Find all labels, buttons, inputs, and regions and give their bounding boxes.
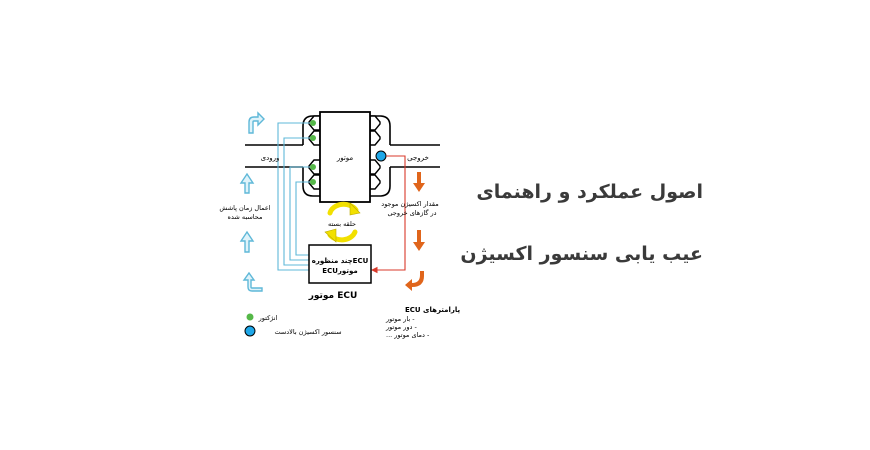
ecu-box-line1: ECUچند منظوره (312, 257, 369, 265)
injection-label-1: اعمال زمان پاشش (219, 204, 270, 212)
oxygen-sensor-dot (375, 150, 387, 162)
ecu-box (308, 244, 372, 284)
legend-injector-dot (246, 313, 254, 321)
exhaust-flow-arrows (405, 172, 425, 291)
injector-dots (310, 120, 316, 185)
page-title-line2: عیب یابی سنسور اکسیژن (460, 243, 703, 265)
oxygen-amount-2: در گازهای خروجی (387, 209, 436, 217)
intake-manifold (302, 115, 320, 197)
intake-flow-arrows (239, 111, 265, 292)
page-title-line1: اصول عملکرد و راهنمای (476, 181, 703, 203)
legend-sensor-label: سنسور اکسیژن بالادست (274, 328, 341, 336)
injector-signal-lines (277, 122, 310, 271)
param-1: - بار موتور (385, 315, 415, 323)
legend-injector-label: انژکتور (258, 314, 278, 322)
param-3: - دمای موتور ... (386, 331, 430, 339)
closed-loop-label: حلقه بسته (328, 220, 356, 228)
injection-label-2: محاسبه شده (228, 213, 263, 221)
engine-label: موتور (336, 154, 354, 162)
ecu-box-line2: موتورECU (322, 267, 357, 275)
param-2: - دور موتور (385, 323, 417, 331)
exhaust-label: خروجی (407, 154, 429, 162)
oxygen-amount-1: مقدار اکسیژن موجود (381, 200, 438, 208)
intake-label: ورودی (261, 154, 280, 162)
ecu-caption: ECU موتور (308, 291, 358, 301)
legend-sensor-dot (244, 325, 256, 337)
params-title: پارامترهای ECU (405, 306, 461, 314)
intake-ports (308, 115, 321, 190)
exhaust-manifold (370, 115, 391, 197)
sensor-signal-line (370, 155, 406, 274)
